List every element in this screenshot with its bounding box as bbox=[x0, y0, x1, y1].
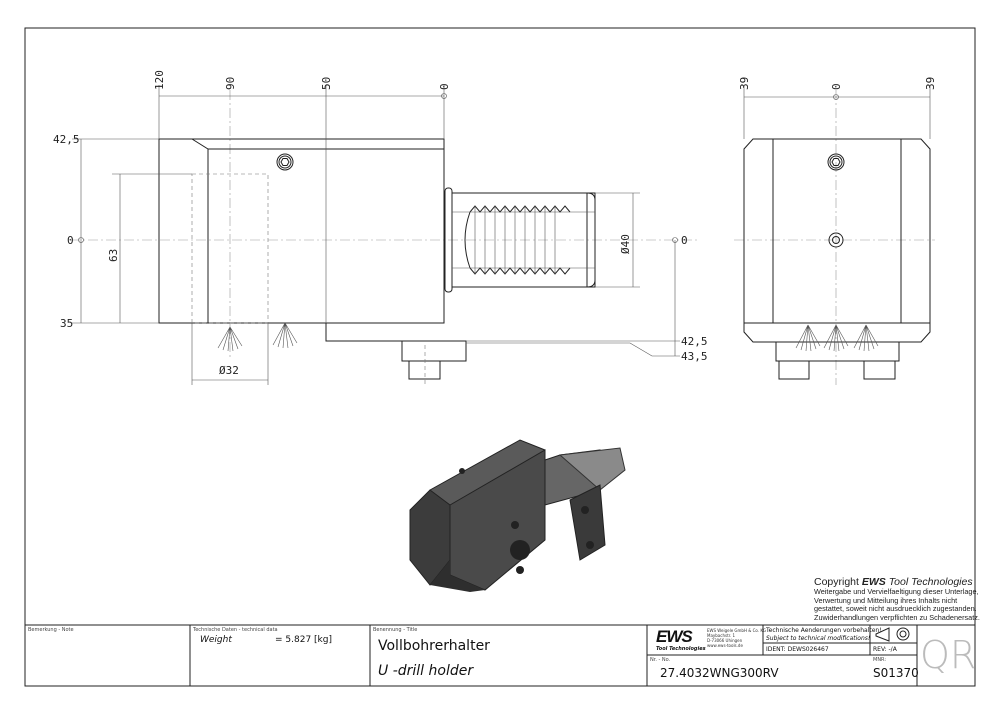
dim-90: 90 bbox=[224, 77, 237, 90]
mnr-value: S01370 bbox=[873, 666, 919, 680]
company-line: D-73066 Uhingen bbox=[707, 638, 743, 643]
dim-35-left: 35 bbox=[60, 317, 73, 330]
copyright-brand: EWS bbox=[861, 576, 886, 588]
tech-data-label: Technische Daten - technical data bbox=[193, 627, 278, 633]
copyright-line: Zuwiderhandlungen verpflichten zu Schade… bbox=[814, 612, 980, 622]
dim-39-left: 39 bbox=[738, 77, 751, 90]
side-view bbox=[734, 85, 935, 385]
changes-english: Subject to technical modifications! bbox=[766, 635, 871, 642]
dim-0-top: 0 bbox=[438, 83, 451, 90]
tolerance-projection-icon bbox=[875, 627, 910, 642]
copyright-line: Weitergabe und Vervielfaeltigung dieser … bbox=[814, 587, 979, 596]
title-label: Benennung - Title bbox=[373, 627, 418, 633]
note-label: Bemerkung - Note bbox=[28, 627, 74, 633]
dim-0-right: 0 bbox=[681, 234, 688, 247]
front-view bbox=[70, 85, 700, 385]
dim-42-5-right: 42,5 bbox=[681, 335, 708, 348]
dim-0-left: 0 bbox=[67, 234, 74, 247]
dim-50: 50 bbox=[320, 77, 333, 90]
company-line: EWS Weigele GmbH & Co. KG bbox=[707, 628, 767, 633]
coolant-spray bbox=[217, 322, 298, 352]
dim-43-5-right: 43,5 bbox=[681, 350, 708, 363]
weight-value: = 5.827 [kg] bbox=[275, 635, 332, 645]
screw-icon bbox=[827, 153, 845, 171]
qr-placeholder: QR bbox=[920, 633, 977, 677]
ident: IDENT: DEWS026467 bbox=[766, 646, 829, 653]
changes-german: Technische Aenderungen vorbehalten! bbox=[766, 627, 882, 634]
number-label: Nr. - No. bbox=[650, 657, 671, 663]
dim-63: 63 bbox=[107, 249, 120, 262]
screw-icon bbox=[276, 153, 294, 171]
weight-label: Weight bbox=[200, 635, 232, 645]
title-block-grid bbox=[25, 28, 976, 686]
company-line: www.ews-tools.de bbox=[707, 643, 743, 648]
ews-logo-sub: Tool Technologies bbox=[656, 646, 706, 652]
company-address: EWS Weigele GmbH & Co. KG Maybachstr. 1 … bbox=[707, 628, 766, 648]
isometric-render bbox=[409, 439, 626, 592]
title-english: U -drill holder bbox=[378, 663, 474, 679]
dim-dia-40: Ø40 bbox=[619, 234, 632, 254]
dim-39-right: 39 bbox=[924, 77, 937, 90]
dim-dia-32: Ø32 bbox=[219, 364, 239, 377]
mnr-label: MNR: bbox=[873, 657, 887, 663]
dim-42-5-left: 42,5 bbox=[53, 133, 80, 146]
coolant-hole-icon bbox=[828, 232, 844, 248]
ews-logo: EWS bbox=[656, 627, 693, 646]
revision: REV: -/A bbox=[873, 646, 897, 653]
part-number: 27.4032WNG300RV bbox=[660, 666, 779, 680]
copyright-notice: Copyright EWS Tool Technologies Weiterga… bbox=[814, 576, 980, 622]
dim-0-side: 0 bbox=[830, 83, 843, 90]
copyright-line: Verwertung und Mitteilung ihres Inhalts … bbox=[814, 595, 958, 605]
copyright-prefix: Copyright bbox=[814, 576, 859, 588]
copyright-line: gestattet, soweit nicht ausdruecklich zu… bbox=[814, 604, 977, 614]
title-german: Vollbohrerhalter bbox=[378, 638, 490, 654]
company-line: Maybachstr. 1 bbox=[707, 633, 736, 638]
copyright-suffix: Tool Technologies bbox=[888, 576, 973, 588]
dim-120: 120 bbox=[153, 70, 166, 90]
